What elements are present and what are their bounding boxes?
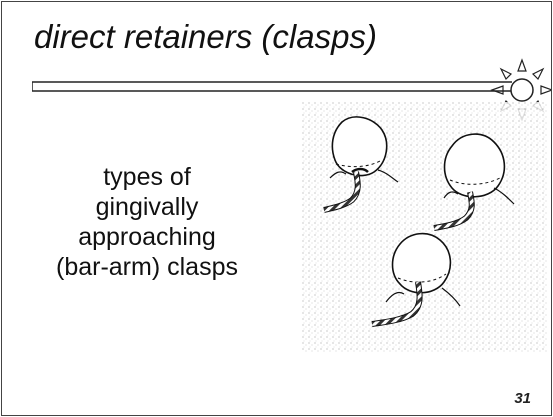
- body-line: (bar-arm) clasps: [56, 253, 238, 281]
- body-line: approaching: [78, 223, 216, 251]
- body-line: gingivally: [95, 193, 199, 221]
- slide-number: 31: [514, 390, 531, 407]
- body-text: types of gingivally approaching (bar-arm…: [32, 162, 262, 282]
- tooth-bar-clasp-illustration: [302, 102, 547, 352]
- tooth-2: [433, 133, 515, 231]
- body-line: types of: [103, 163, 191, 191]
- tooth-1: [323, 116, 399, 213]
- tooth-3: [371, 232, 461, 327]
- slide-title: direct retainers (clasps): [34, 18, 377, 55]
- title-rule: [32, 81, 512, 92]
